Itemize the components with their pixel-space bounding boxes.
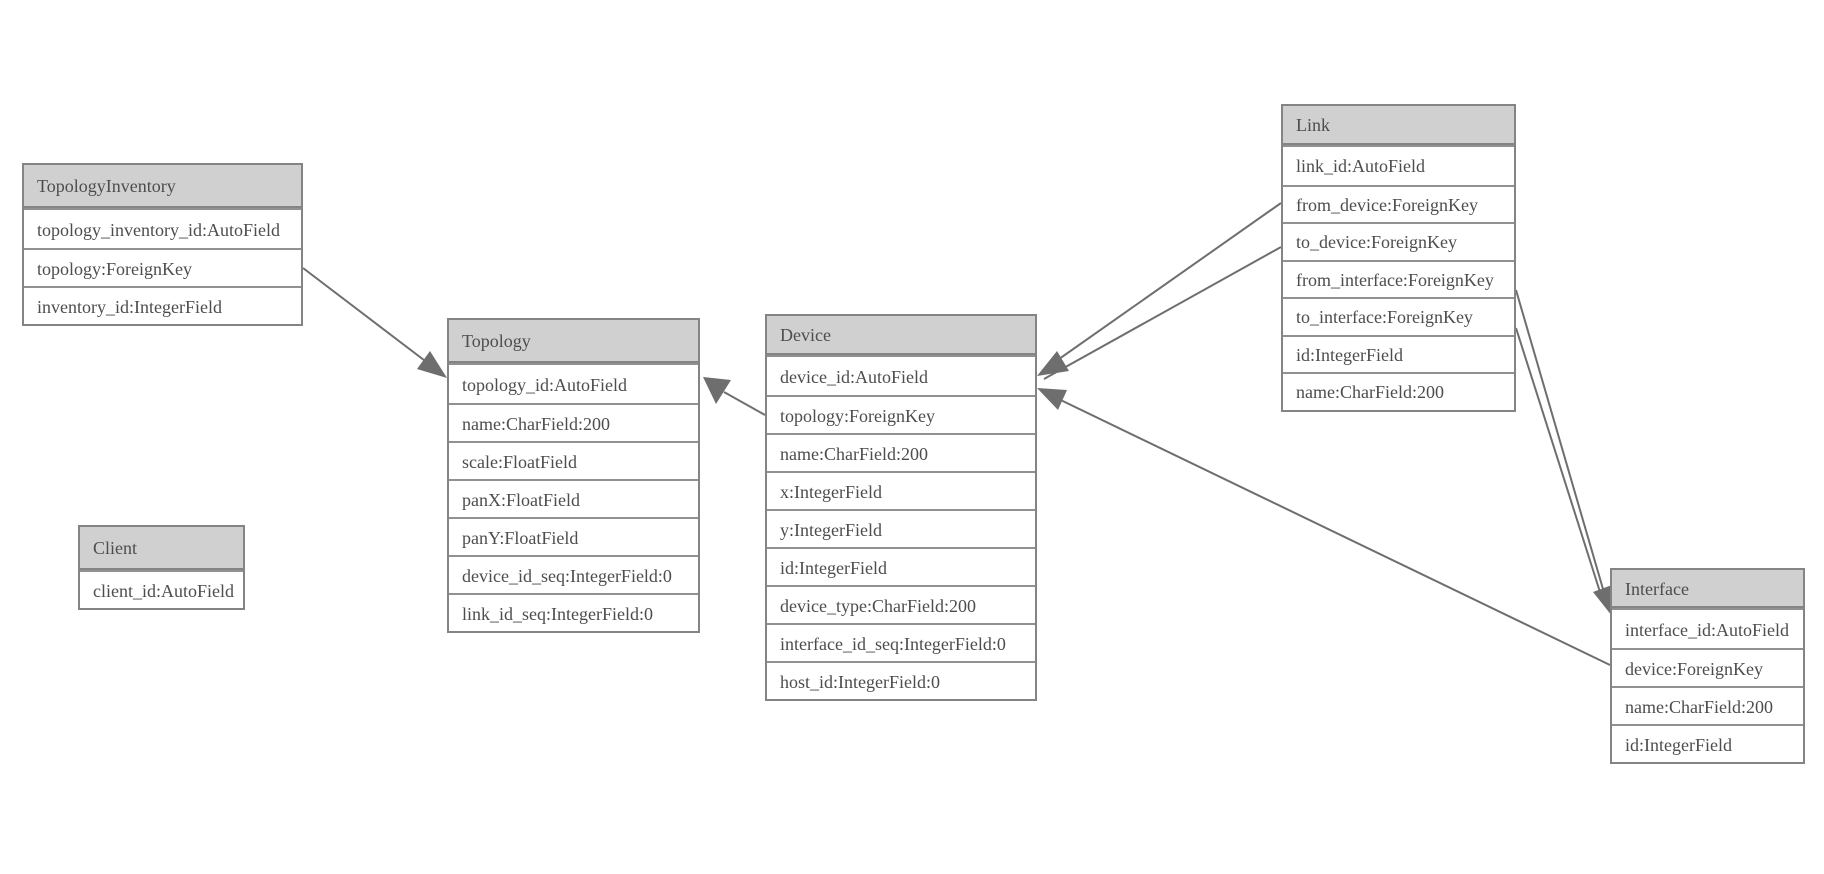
entity-field-row: scale:FloatField — [449, 441, 698, 479]
entity-field-row: client_id:AutoField — [80, 570, 243, 608]
entity-field-row: name:CharField:200 — [767, 433, 1035, 471]
entity-title: Topology — [462, 331, 531, 351]
entity-link[interactable]: Link link_id:AutoField from_device:Foreign… — [1281, 104, 1516, 412]
entity-field-row: from_device:ForeignKey — [1283, 184, 1514, 222]
relationship-line — [723, 391, 766, 416]
entity-title: Interface — [1625, 579, 1689, 599]
entity-field-label: interface_id:AutoField — [1625, 620, 1789, 640]
entity-field-row: y:IntegerField — [767, 509, 1035, 547]
entity-topologyinventory[interactable]: TopologyInventory topology_inventory_id:A… — [22, 163, 303, 326]
entity-field-label: from_device:ForeignKey — [1296, 194, 1478, 215]
entity-title: TopologyInventory — [37, 176, 176, 196]
entity-topology[interactable]: Topology topology_id:AutoField name:CharFi… — [447, 318, 700, 633]
entity-field-label: link_id:AutoField — [1296, 156, 1426, 176]
entity-header: TopologyInventory — [24, 165, 301, 208]
entity-field-label: from_interface:ForeignKey — [1296, 269, 1494, 290]
entity-field-row: from_interface:ForeignKey — [1283, 259, 1514, 297]
entity-field-row: inventory_id:IntegerField — [24, 286, 301, 324]
entity-field-label: device:ForeignKey — [1625, 659, 1763, 679]
entity-field-row: topology:ForeignKey — [767, 395, 1035, 433]
entity-field-label: inventory_id:IntegerField — [37, 297, 222, 317]
entity-field-row: name:CharField:200 — [1283, 372, 1514, 410]
entity-interface[interactable]: Interface interface_id:AutoField device:Fo… — [1610, 568, 1805, 764]
relationship-line — [1043, 246, 1282, 380]
entity-title: Device — [780, 325, 831, 345]
entity-field-row: interface_id:AutoField — [1612, 608, 1803, 648]
entity-field-row: interface_id_seq:IntegerField:0 — [767, 623, 1035, 661]
entity-field-row: device:ForeignKey — [1612, 648, 1803, 686]
entity-field-row: to_interface:ForeignKey — [1283, 297, 1514, 335]
entity-field-label: id:IntegerField — [1625, 735, 1732, 755]
entity-field-row: name:CharField:200 — [449, 403, 698, 441]
entity-field-label: name:CharField:200 — [1296, 382, 1444, 402]
entity-field-label: topology_inventory_id:AutoField — [37, 220, 280, 240]
entity-field-label: link_id_seq:IntegerField:0 — [462, 604, 653, 624]
entity-field-label: device_id:AutoField — [780, 367, 928, 387]
relationship-line — [1041, 390, 1611, 666]
entity-header: Link — [1283, 106, 1514, 145]
entity-field-label: scale:FloatField — [462, 452, 577, 472]
entity-field-row: panY:FloatField — [449, 517, 698, 555]
entity-field-label: topology:ForeignKey — [37, 259, 192, 279]
entity-field-label: id:IntegerField — [1296, 344, 1403, 365]
entity-field-label: host_id:IntegerField:0 — [780, 672, 940, 692]
relationship-line — [1515, 327, 1601, 593]
entity-field-label: name:CharField:200 — [1625, 697, 1773, 717]
relationship-line — [302, 267, 442, 374]
entity-field-label: id:IntegerField — [780, 558, 887, 578]
entity-field-label: to_interface:ForeignKey — [1296, 307, 1473, 327]
entity-field-row: x:IntegerField — [767, 471, 1035, 509]
entity-field-label: panX:FloatField — [462, 490, 580, 510]
entity-header: Topology — [449, 320, 698, 363]
entity-field-row: device_id_seq:IntegerField:0 — [449, 555, 698, 593]
entity-field-label: client_id:AutoField — [93, 581, 234, 601]
entity-field-row: link_id:AutoField — [1283, 145, 1514, 185]
entity-field-row: to_device:ForeignKey — [1283, 222, 1514, 260]
entity-client[interactable]: Client client_id:AutoField — [78, 525, 245, 610]
entity-field-label: device_id_seq:IntegerField:0 — [462, 566, 672, 586]
entity-title: Client — [93, 538, 137, 558]
arrowhead-icon — [1037, 351, 1069, 376]
arrowhead-icon — [417, 351, 447, 378]
entity-field-label: name:CharField:200 — [462, 414, 610, 434]
entity-field-row: topology:ForeignKey — [24, 248, 301, 286]
entity-field-row: host_id:IntegerField:0 — [767, 661, 1035, 699]
entity-field-label: to_device:ForeignKey — [1296, 232, 1457, 252]
entity-field-label: x:IntegerField — [780, 482, 882, 502]
entity-header: Device — [767, 316, 1035, 355]
entity-field-row: id:IntegerField — [1283, 334, 1514, 372]
entity-field-row: name:CharField:200 — [1612, 686, 1803, 724]
entity-field-row: device_type:CharField:200 — [767, 585, 1035, 623]
entity-field-row: device_id:AutoField — [767, 355, 1035, 395]
entity-field-row: id:IntegerField — [767, 547, 1035, 585]
arrowhead-icon — [1037, 388, 1067, 410]
entity-field-label: topology:ForeignKey — [780, 406, 935, 426]
entity-field-row: topology_id:AutoField — [449, 363, 698, 403]
entity-field-label: interface_id_seq:IntegerField:0 — [780, 634, 1006, 654]
entity-field-row: panX:FloatField — [449, 479, 698, 517]
entity-field-label: y:IntegerField — [780, 520, 882, 540]
entity-field-row: id:IntegerField — [1612, 724, 1803, 762]
entity-header: Client — [80, 527, 243, 570]
entity-field-label: panY:FloatField — [462, 528, 579, 548]
entity-device[interactable]: Device device_id:AutoField topology:Foreig… — [765, 314, 1037, 701]
entity-field-row: link_id_seq:IntegerField:0 — [449, 593, 698, 631]
relationship-line — [1041, 202, 1282, 372]
relationship-line — [1515, 289, 1604, 590]
entity-header: Interface — [1612, 570, 1803, 608]
entity-field-label: name:CharField:200 — [780, 444, 928, 464]
entity-field-label: device_type:CharField:200 — [780, 596, 976, 616]
arrowhead-icon — [703, 377, 731, 404]
entity-title: Link — [1296, 115, 1330, 135]
entity-field-row: topology_inventory_id:AutoField — [24, 208, 301, 248]
entity-field-label: topology_id:AutoField — [462, 375, 628, 395]
